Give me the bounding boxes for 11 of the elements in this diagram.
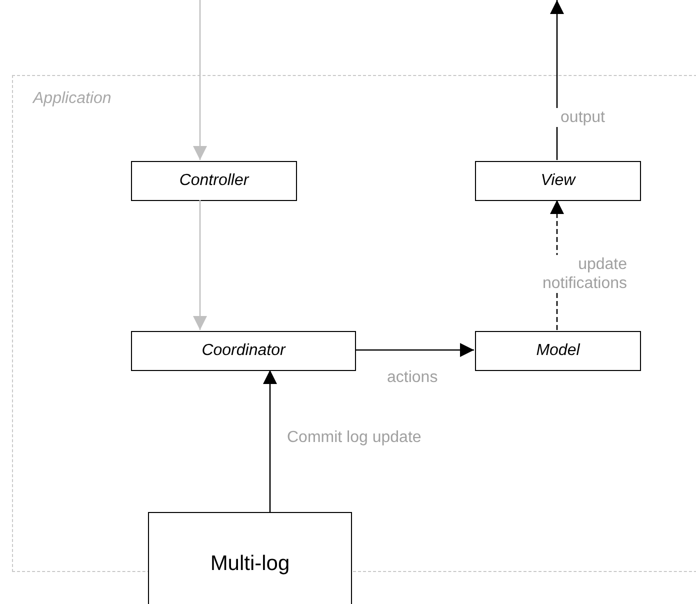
arrow bbox=[355, 343, 474, 357]
component-box: Multi-log bbox=[148, 512, 352, 604]
component-box: Controller bbox=[131, 161, 297, 201]
component-box: Coordinator bbox=[131, 331, 356, 371]
component-box: View bbox=[475, 161, 641, 201]
arrow bbox=[193, 200, 207, 330]
group-title: Application bbox=[33, 90, 112, 108]
arrow bbox=[550, 0, 564, 160]
arrow bbox=[193, 0, 207, 160]
component-box: Model bbox=[475, 331, 641, 371]
arrow bbox=[263, 370, 277, 512]
